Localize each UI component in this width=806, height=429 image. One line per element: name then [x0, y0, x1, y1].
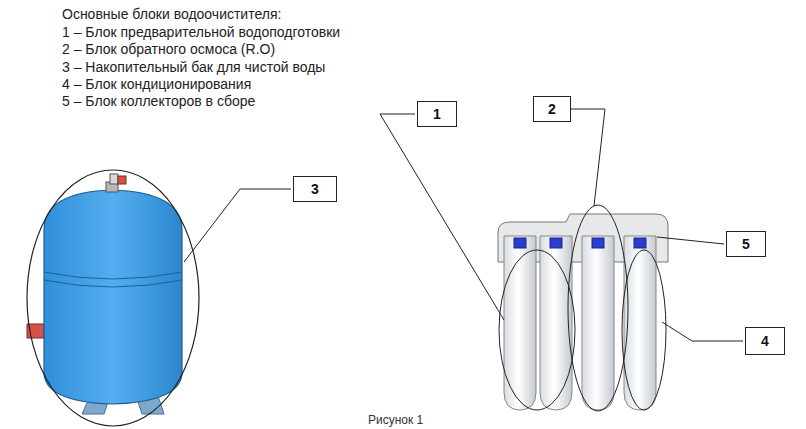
list-item: 4 – Блок кондиционирования [62, 76, 251, 93]
fitting [514, 238, 526, 248]
callout-box: 1 [417, 101, 457, 127]
callout-number: 3 [311, 181, 319, 197]
callout-number: 4 [761, 333, 769, 349]
list-item: 1 – Блок предварительной водоподготовки [62, 24, 340, 41]
callout-number: 5 [742, 236, 750, 252]
callout-box: 2 [533, 96, 571, 122]
figure-caption: Рисунок 1 [368, 412, 423, 429]
filter-cartridge [540, 236, 572, 410]
callout-number: 1 [433, 106, 441, 122]
list-item: 3 – Накопительный бак для чистой воды [62, 59, 325, 76]
list-item: 2 – Блок обратного осмоса (R.O) [62, 41, 275, 58]
fitting [592, 238, 604, 248]
filter-cartridge [582, 236, 614, 410]
storage-tank [27, 170, 199, 426]
callout-number: 2 [548, 101, 556, 117]
filter-cartridge [624, 236, 656, 410]
leader-lines [184, 109, 743, 341]
list-heading: Основные блоки водоочистителя: [62, 6, 281, 23]
callout-box: 3 [293, 176, 337, 202]
list-item: 5 – Блок коллекторов в сборе [62, 93, 255, 110]
callout-box: 4 [745, 327, 785, 355]
callout-box: 5 [726, 231, 766, 257]
filter-unit [498, 205, 668, 411]
fitting [634, 238, 646, 248]
fitting [550, 238, 562, 248]
